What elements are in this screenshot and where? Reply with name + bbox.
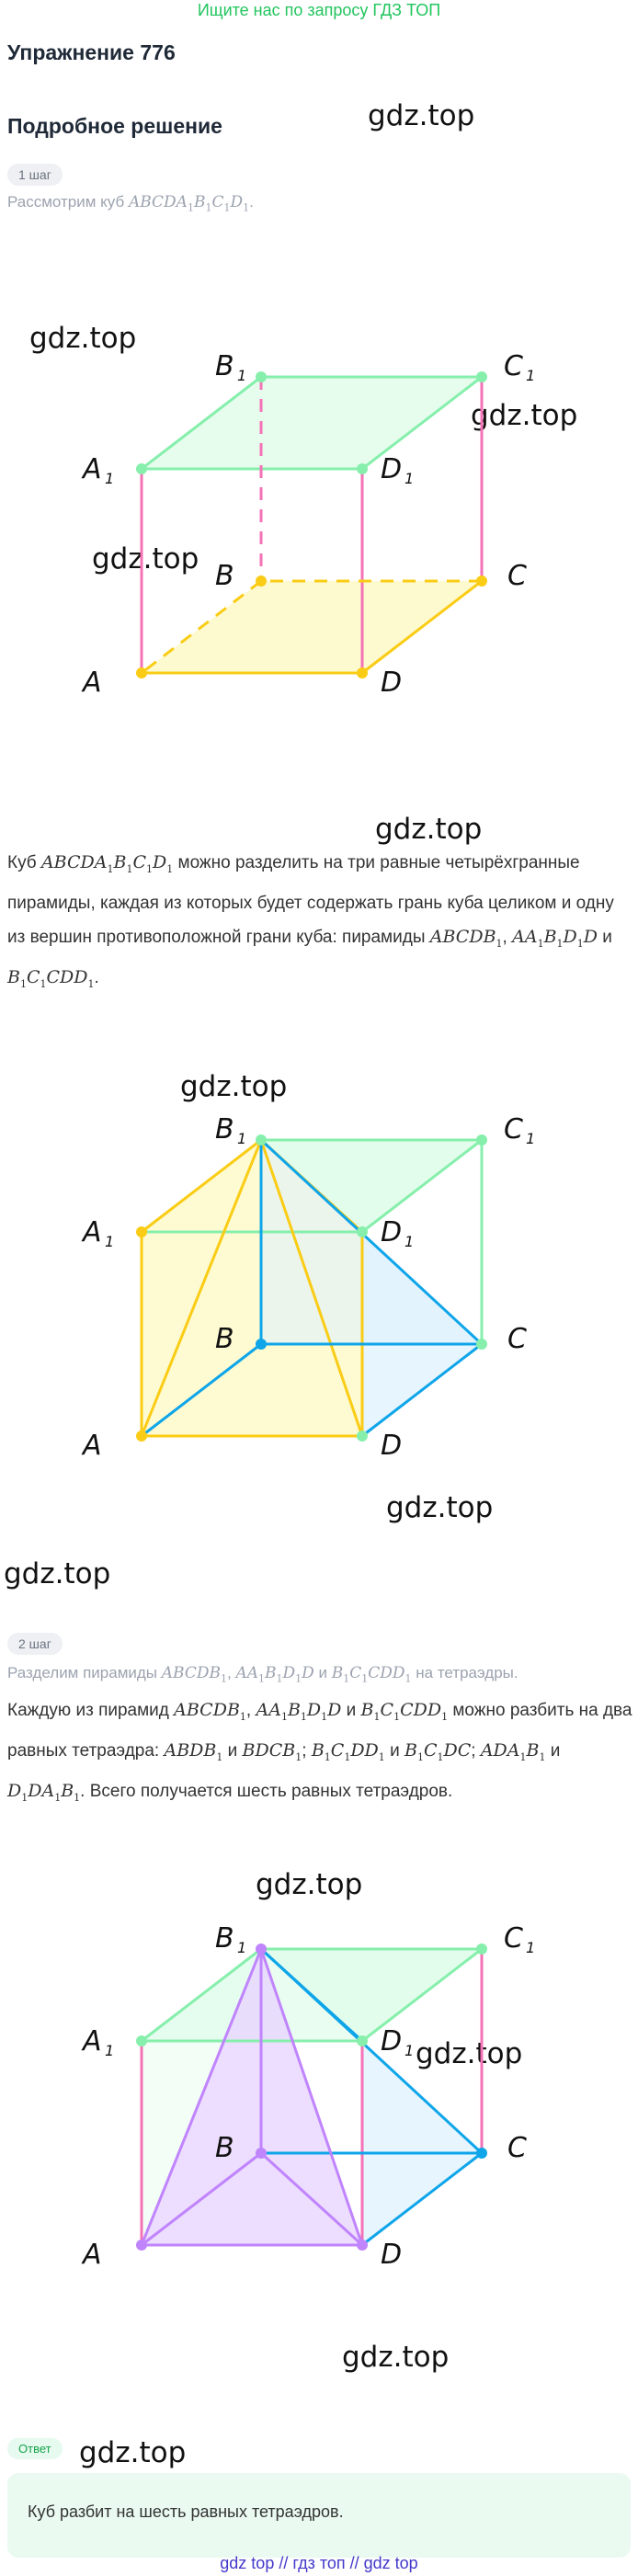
answer-text: Куб разбит на шесть равных тетраэдров.: [28, 2502, 344, 2521]
svg-text:A: A: [81, 2239, 102, 2271]
step-1-text: Рассмотрим куб ABCDA1B1C1D1.: [7, 193, 254, 214]
svg-text:1: 1: [237, 1130, 246, 1147]
svg-text:B: B: [215, 2132, 234, 2164]
svg-text:1: 1: [237, 367, 246, 384]
watermark: gdz.top: [375, 813, 483, 846]
svg-text:1: 1: [105, 1233, 114, 1250]
answer-box: [7, 2473, 631, 2558]
svg-text:A: A: [81, 1216, 102, 1248]
watermark: gdz.top: [4, 1557, 111, 1590]
answer-badge: Ответ: [7, 2438, 63, 2459]
svg-text:1: 1: [105, 2042, 114, 2059]
svg-text:B: B: [215, 350, 234, 382]
svg-text:A: A: [81, 1430, 102, 1462]
svg-text:1: 1: [526, 367, 535, 384]
watermark: gdz.top: [416, 2037, 523, 2070]
svg-text:D: D: [381, 2239, 402, 2271]
step-2-badge: 2 шаг: [7, 1633, 63, 1655]
solution-subtitle: Подробное решение: [7, 114, 222, 138]
svg-text:A: A: [81, 2025, 102, 2057]
svg-text:C: C: [504, 350, 523, 382]
svg-text:1: 1: [237, 1939, 246, 1956]
svg-text:D: D: [381, 2025, 402, 2057]
watermark: gdz.top: [256, 1868, 363, 1901]
svg-text:A: A: [81, 667, 102, 699]
step-2-grey-text: Разделим пирамиды ABCDB1, AA1B1D1D и B1C…: [7, 1664, 518, 1685]
footer-links[interactable]: gdz top // гдз топ // gdz top: [220, 2554, 418, 2572]
watermark: gdz.top: [92, 542, 199, 576]
svg-text:B: B: [215, 1323, 234, 1355]
watermark: gdz.top: [471, 399, 578, 432]
watermark: gdz.top: [386, 1491, 494, 1524]
watermark: gdz.top: [79, 2436, 187, 2469]
svg-text:1: 1: [105, 470, 114, 487]
tetrahedra-paragraph: Каждую из пирамид ABCDB1, AA1B1D1D и B1C…: [7, 1700, 632, 1804]
step-1-badge: 1 шаг: [7, 164, 63, 186]
svg-text:C: C: [507, 560, 527, 592]
svg-text:D: D: [381, 453, 402, 485]
svg-text:B: B: [215, 1113, 234, 1146]
svg-text:1: 1: [404, 470, 414, 487]
svg-text:1: 1: [404, 1233, 414, 1250]
watermark: gdz.top: [29, 322, 137, 355]
svg-text:D: D: [381, 1216, 402, 1248]
svg-text:D: D: [381, 1430, 402, 1462]
pyramids-paragraph: Куб ABCDA1B1C1D1 можно разделить на три …: [7, 852, 614, 990]
watermark: gdz.top: [342, 2341, 450, 2374]
svg-text:A: A: [81, 453, 102, 485]
svg-text:B: B: [215, 1922, 234, 1955]
svg-text:1: 1: [526, 1939, 535, 1956]
svg-text:C: C: [504, 1113, 523, 1146]
svg-text:C: C: [507, 1323, 527, 1355]
svg-text:C: C: [504, 1922, 523, 1955]
svg-text:D: D: [381, 667, 402, 699]
page-title: Упражнение 776: [7, 40, 176, 64]
svg-text:B: B: [215, 560, 234, 592]
watermark: gdz.top: [180, 1070, 288, 1103]
watermark: gdz.top: [368, 99, 475, 132]
top-banner[interactable]: Ищите нас по запросу ГДЗ ТОП: [197, 1, 441, 19]
svg-text:1: 1: [526, 1130, 535, 1147]
svg-text:C: C: [507, 2132, 527, 2164]
svg-text:1: 1: [404, 2042, 414, 2059]
